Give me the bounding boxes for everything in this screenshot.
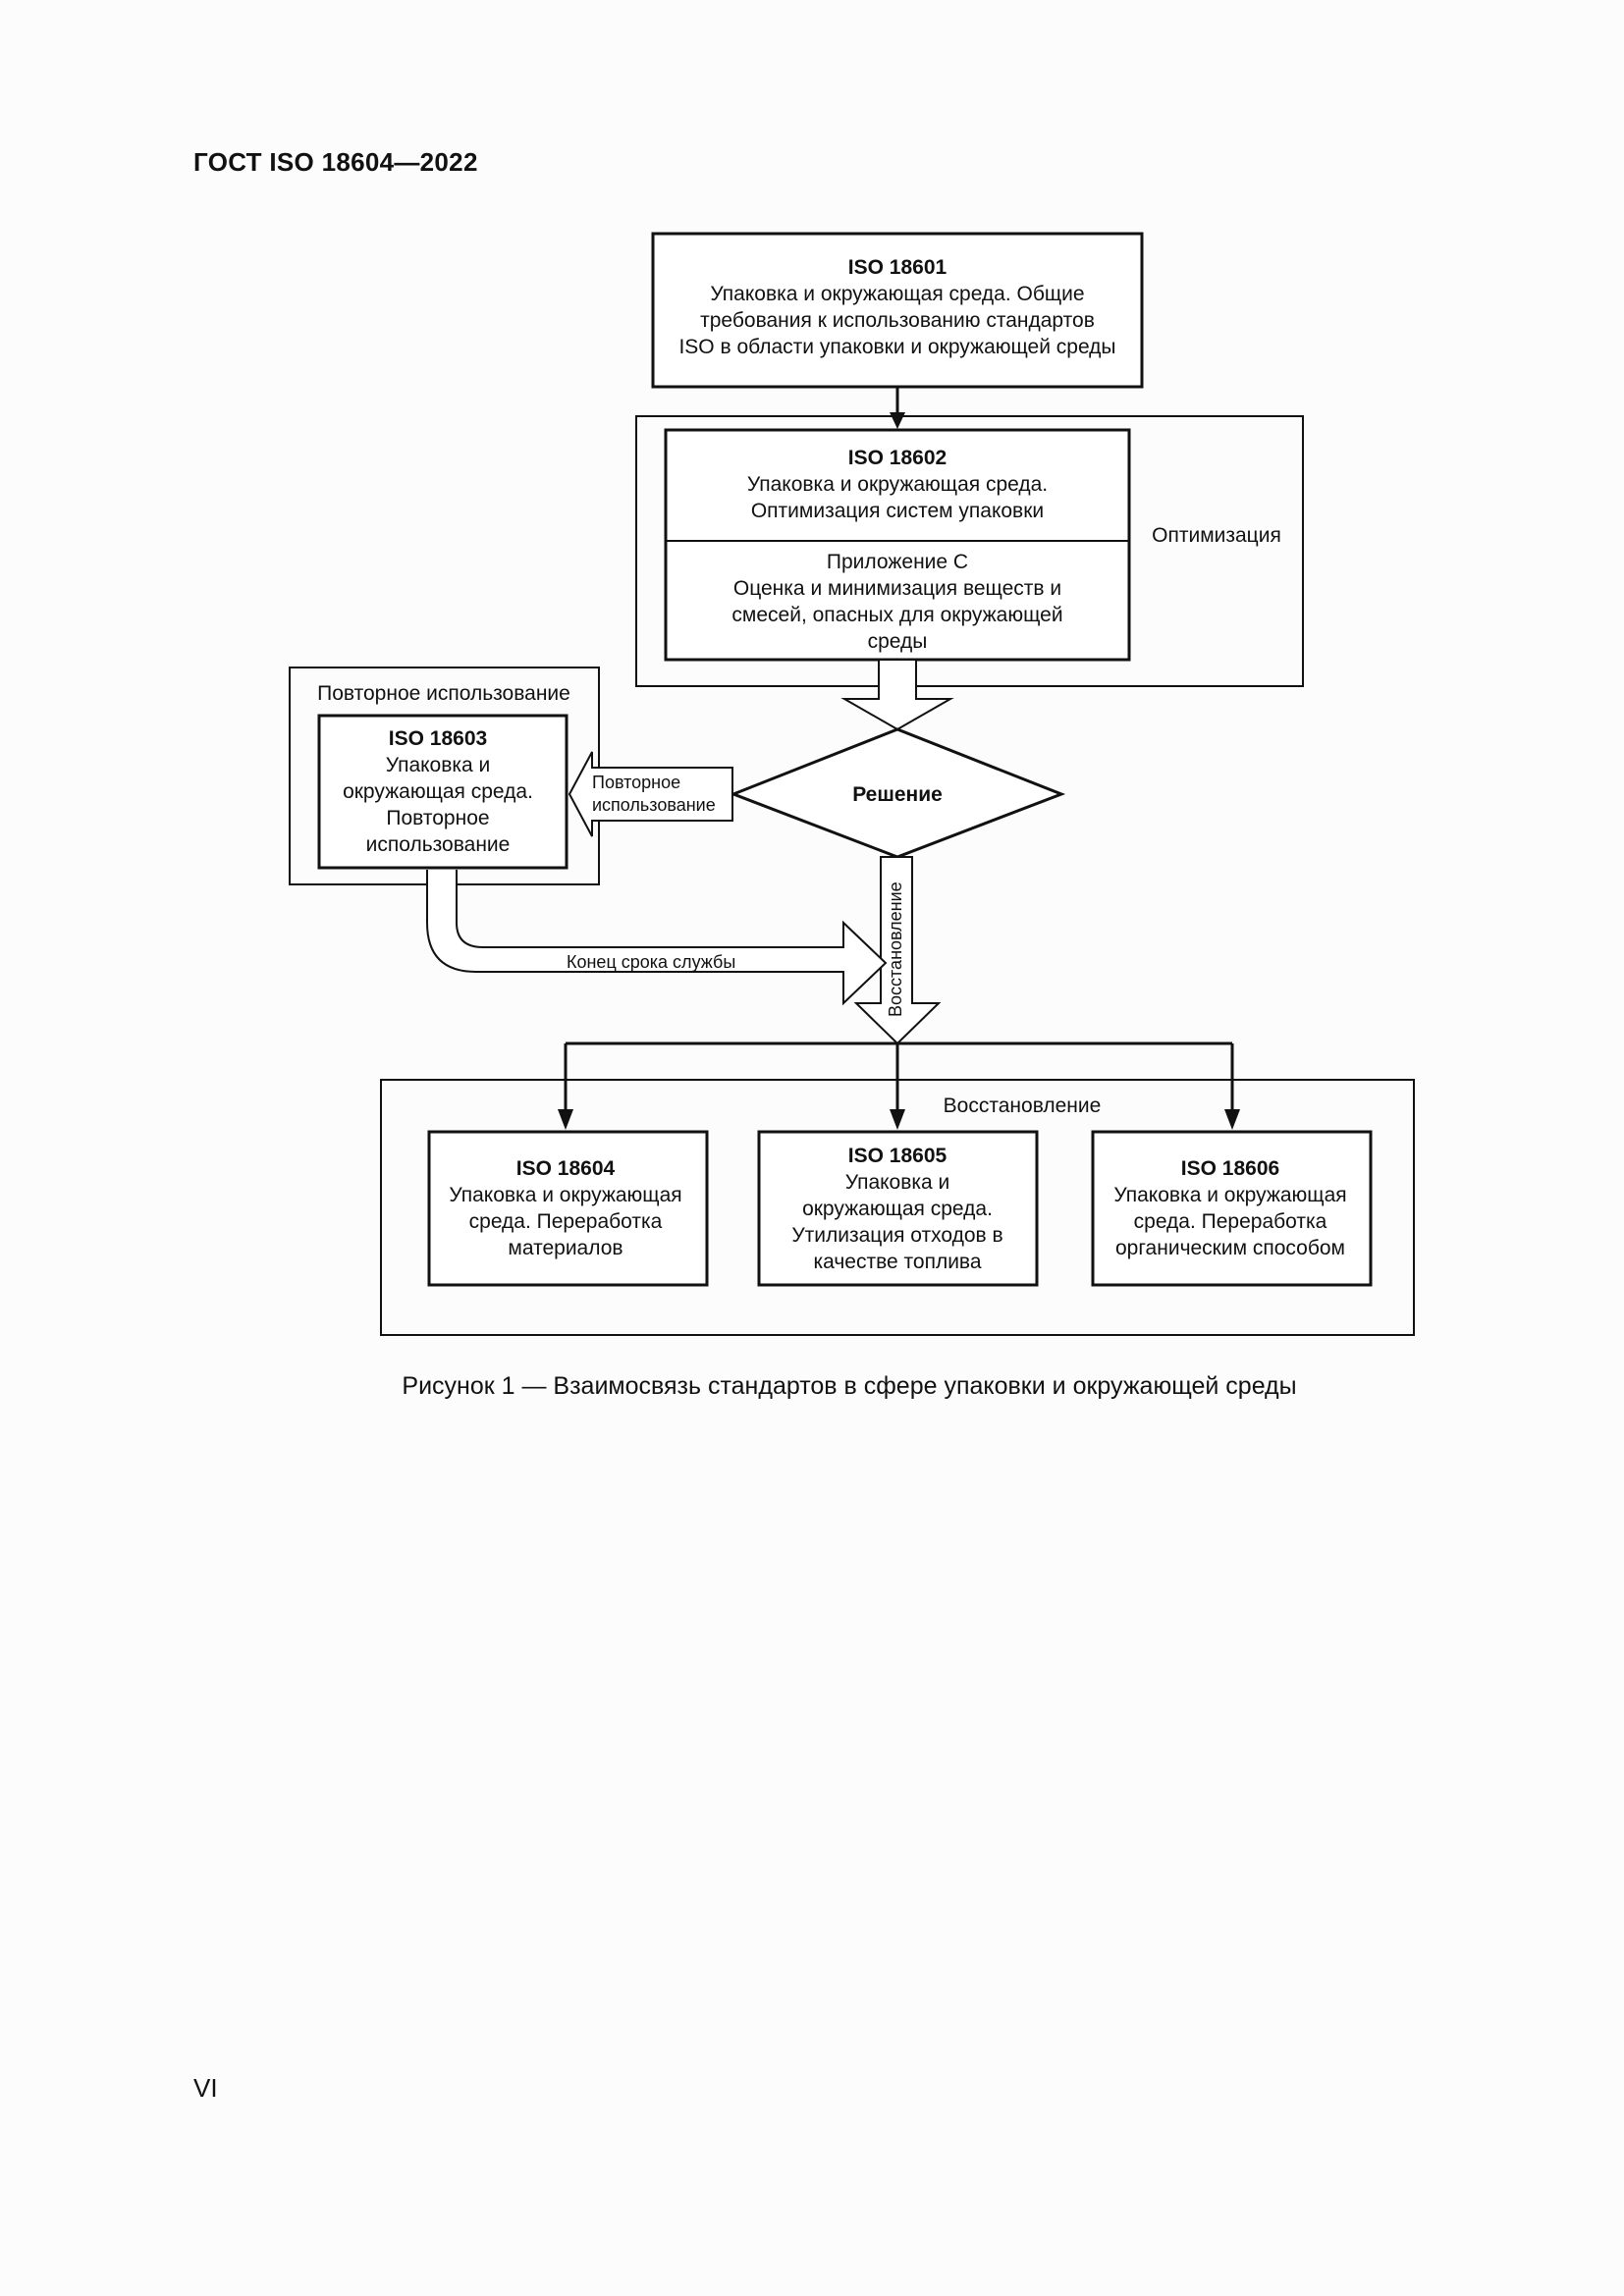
recovery-group-label: Восстановление xyxy=(944,1095,1102,1117)
iso-18601-line-1: Упаковка и окружающая среда. Общие xyxy=(710,283,1084,305)
iso-18603-line-1: Упаковка и xyxy=(386,754,491,776)
iso-18606-line-3: органическим способом xyxy=(1115,1237,1345,1259)
iso-18602-title: ISO 18602 xyxy=(848,447,947,469)
iso-18606-box xyxy=(1091,1130,1373,1287)
optimization-label: Оптимизация xyxy=(1152,524,1281,547)
figure-caption: Рисунок 1 — Взаимосвязь стандартов в сфе… xyxy=(402,1372,1297,1400)
iso-18605-line-1: Упаковка и xyxy=(845,1171,950,1194)
optimization-group: Оптимизация ISO 18602 Упаковка и окружаю… xyxy=(635,415,1304,687)
iso-18603-line-4: использование xyxy=(366,833,511,856)
iso-18604-line-2: среда. Переработка xyxy=(469,1210,663,1233)
iso-18604-line-1: Упаковка и окружающая xyxy=(449,1184,681,1206)
iso-18603-title: ISO 18603 xyxy=(389,727,487,750)
iso-18602-line-1: Упаковка и окружающая среда. xyxy=(747,473,1048,496)
iso-18605-line-3: Утилизация отходов в xyxy=(791,1224,1002,1247)
annex-c-line-1: Оценка и минимизация веществ и xyxy=(733,577,1061,600)
iso-18605-line-2: окружающая среда. xyxy=(802,1198,993,1220)
recovery-group: Восстановление ISO 18604 Упаковка и окру… xyxy=(380,1079,1415,1336)
iso-18606-line-1: Упаковка и окружающая xyxy=(1113,1184,1346,1206)
annex-c-title: Приложение С xyxy=(827,551,968,573)
decision-diamond: Решение xyxy=(729,727,1066,859)
iso-18604-box xyxy=(427,1130,709,1287)
reuse-arrow-label-2: использование xyxy=(592,795,716,815)
document-header: ГОСТ ISO 18604—2022 xyxy=(193,147,478,177)
iso-18601-title: ISO 18601 xyxy=(848,256,947,279)
iso-18606-title: ISO 18606 xyxy=(1181,1157,1279,1180)
iso-18604-line-3: материалов xyxy=(508,1237,623,1259)
iso-18604-title: ISO 18604 xyxy=(516,1157,616,1180)
arrow-optimization-to-decision xyxy=(840,659,954,731)
iso-18601-line-2: требования к использованию стандартов xyxy=(700,309,1095,332)
reuse-group-label: Повторное использование xyxy=(317,682,570,705)
iso-18605-box xyxy=(757,1130,1039,1287)
iso-18601-line-3: ISO в области упаковки и окружающей сред… xyxy=(678,336,1115,358)
annex-c-line-3: среды xyxy=(868,630,928,653)
iso-18601-box: ISO 18601 Упаковка и окружающая среда. О… xyxy=(651,232,1144,389)
decision-label: Решение xyxy=(852,783,943,806)
recovery-arrow-label: Восстановление xyxy=(886,881,905,1017)
recovery-branch-lines xyxy=(558,1041,1240,1130)
end-of-life-arrow: Конец срока службы xyxy=(426,870,888,1006)
iso-18603-line-2: окружающая среда. xyxy=(343,780,533,803)
arrow-18601-to-18602 xyxy=(890,387,905,429)
arrow-decision-to-reuse: Повторное использование xyxy=(568,751,733,837)
arrow-decision-to-recovery: Восстановление xyxy=(853,856,942,1045)
iso-18605-title: ISO 18605 xyxy=(848,1145,947,1167)
reuse-group: Повторное использование ISO 18603 Упаков… xyxy=(289,667,600,885)
iso-18603-line-3: Повторное xyxy=(386,807,489,829)
reuse-arrow-label-1: Повторное xyxy=(592,773,680,792)
end-of-life-label: Конец срока службы xyxy=(567,952,735,972)
iso-18605-line-4: качестве топлива xyxy=(813,1251,981,1273)
iso-18606-line-2: среда. Переработка xyxy=(1134,1210,1327,1233)
iso-18602-line-2: Оптимизация систем упаковки xyxy=(751,500,1044,522)
page-number: VI xyxy=(193,2073,218,2103)
annex-c-line-2: смесей, опасных для окружающей xyxy=(731,604,1062,626)
